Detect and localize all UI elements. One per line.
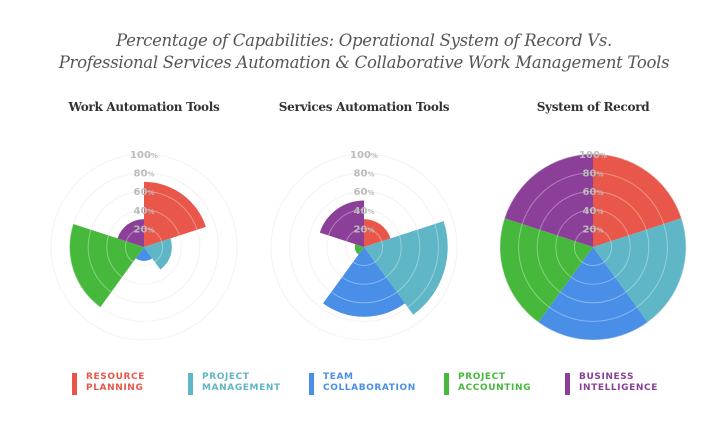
- chart-title: Services Automation Tools: [278, 100, 450, 114]
- chart-work-automation: Work Automation Tools 20% 40% 60% 80% 100%: [34, 100, 254, 360]
- legend-swatch: [565, 373, 570, 395]
- wedge-resource-planning: [364, 219, 391, 247]
- wedge-project-management: [364, 221, 448, 315]
- wedge-team-collaboration: [135, 247, 153, 261]
- polar-chart: 20% 40% 60% 80% 100%: [499, 150, 687, 341]
- chart-main-title: Percentage of Capabilities: Operational …: [0, 30, 728, 74]
- axis-tick-label: 20%: [583, 224, 604, 235]
- wedge-team-collaboration: [323, 247, 405, 317]
- axis-tick-label: 60%: [134, 187, 155, 198]
- chart-services-automation: Services Automation Tools 20% 40% 60% 80% 10…: [254, 100, 474, 360]
- axis-tick-label: 100%: [350, 150, 378, 161]
- wedge-resource-planning: [144, 181, 206, 247]
- wedge-project-accounting: [354, 244, 364, 255]
- axis-tick-label: 40%: [354, 206, 375, 217]
- axis-tick-label: 40%: [583, 206, 604, 217]
- wedge-team-collaboration: [538, 247, 648, 340]
- title-line-2: Professional Services Automation & Colla…: [58, 53, 670, 72]
- polar-chart: 20% 40% 60% 80% 100%: [270, 150, 458, 341]
- chart-title: System of Record: [536, 100, 650, 114]
- legend-swatch: [309, 373, 314, 395]
- chart-title: Work Automation Tools: [68, 100, 220, 114]
- wedge-project-accounting: [69, 224, 144, 308]
- wedge-business-intelligence: [117, 219, 144, 247]
- wedge-business-intelligence: [319, 200, 364, 247]
- axis-tick-label: 100%: [579, 150, 607, 161]
- axis-tick-label: 80%: [354, 169, 375, 180]
- wedge-project-management: [593, 218, 686, 323]
- title-line-1: Percentage of Capabilities: Operational …: [116, 31, 612, 50]
- axis-tick-label: 80%: [134, 169, 155, 180]
- legend-swatch: [72, 373, 77, 395]
- axis-tick-label: 100%: [130, 150, 158, 161]
- wedge-resource-planning: [593, 154, 682, 247]
- legend-swatch: [188, 373, 193, 395]
- wedge-business-intelligence: [504, 154, 593, 247]
- wedge-project-management: [144, 238, 172, 270]
- axis-tick-label: 20%: [354, 224, 375, 235]
- axis-tick-label: 60%: [583, 187, 604, 198]
- axis-tick-label: 20%: [134, 224, 155, 235]
- legend-swatch: [444, 373, 449, 395]
- axis-tick-label: 60%: [354, 187, 375, 198]
- axis-tick-label: 80%: [583, 169, 604, 180]
- wedge-project-accounting: [500, 218, 593, 323]
- axis-tick-label: 40%: [134, 206, 155, 217]
- chart-system-of-record: System of Record 20% 40% 60% 80% 100%: [483, 100, 703, 360]
- polar-chart: 20% 40% 60% 80% 100%: [50, 150, 238, 341]
